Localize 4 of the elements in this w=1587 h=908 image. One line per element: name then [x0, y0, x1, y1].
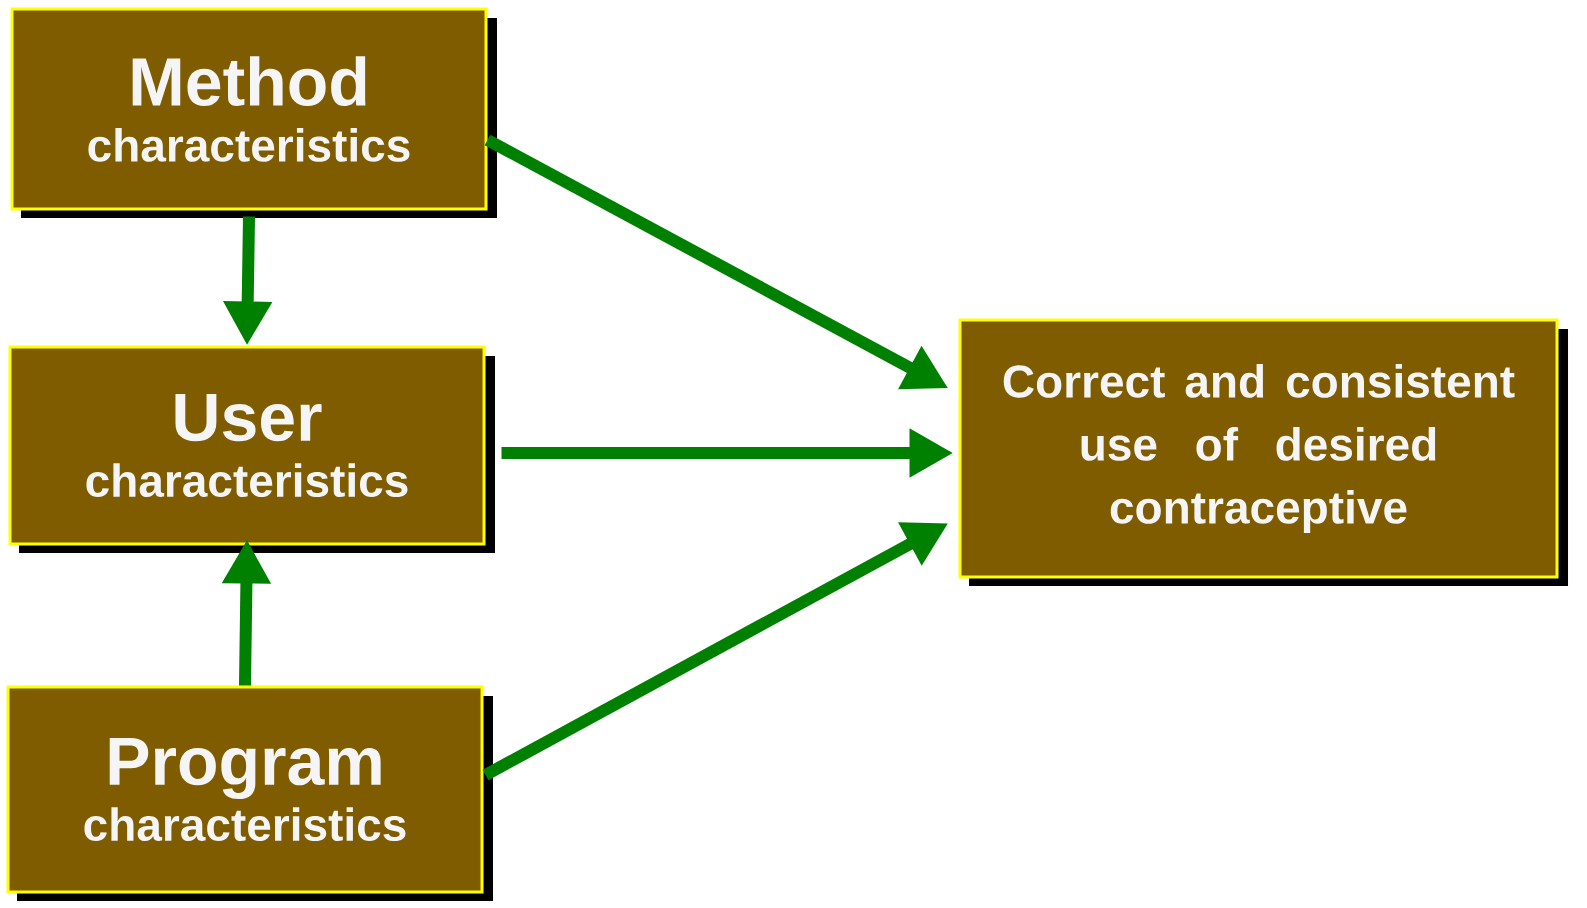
process-box: Program characteristics: [6, 685, 493, 901]
process-box: Method characteristics: [10, 7, 497, 218]
process-box: Correct and consistent use of desired contraceptive: [958, 318, 1568, 586]
process-box: User characteristics: [8, 345, 495, 553]
